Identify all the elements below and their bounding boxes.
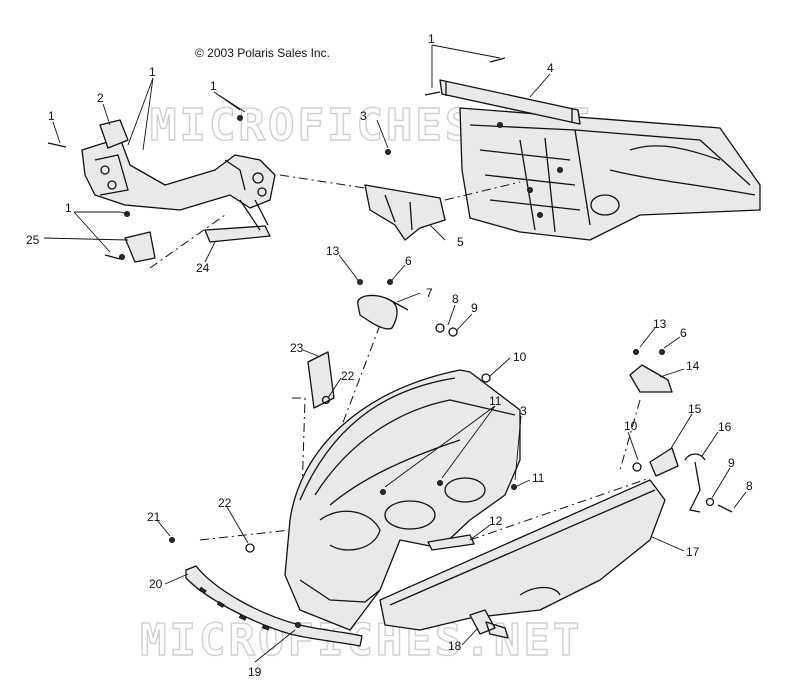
callout-1-mid: 1 (210, 79, 217, 93)
callout-6-upper: 6 (405, 254, 412, 268)
callout-1-far-left: 1 (48, 109, 55, 123)
callout-18: 18 (448, 639, 462, 653)
callout-10-lower: 10 (624, 419, 638, 433)
callout-10-upper: 10 (513, 350, 527, 364)
callout-13-right: 13 (653, 317, 667, 331)
callout-23: 23 (290, 341, 304, 355)
callout-3-top: 3 (360, 109, 367, 123)
callout-24: 24 (196, 261, 210, 275)
callout-17: 17 (686, 545, 700, 559)
callout-labels: 1 2 1 1 3 4 1 1 25 24 5 13 6 7 8 9 23 22… (26, 32, 753, 679)
copyright-text: © 2003 Polaris Sales Inc. (195, 46, 330, 60)
frame-assembly-icon (459, 107, 761, 241)
callout-6-right: 6 (680, 326, 687, 340)
shim-icon (427, 534, 475, 551)
callout-2: 2 (97, 91, 104, 105)
callout-7: 7 (426, 286, 433, 300)
callout-1-left: 1 (149, 65, 156, 79)
plate-icon (307, 351, 335, 409)
callout-9-lower: 9 (728, 456, 735, 470)
callout-11-lower: 11 (532, 471, 545, 485)
callout-8-upper: 8 (452, 292, 459, 306)
callout-5: 5 (457, 235, 464, 249)
callout-20: 20 (149, 577, 163, 591)
connector-line (279, 174, 366, 189)
latch-icon (649, 447, 679, 477)
callout-21: 21 (147, 510, 161, 524)
clip-icon (469, 609, 509, 639)
cover-icon (629, 364, 673, 393)
callout-8-lower: 8 (746, 479, 753, 493)
steering-support-icon (81, 119, 276, 263)
callout-9-upper: 9 (471, 301, 478, 315)
callout-22-upper: 22 (341, 369, 355, 383)
callout-19: 19 (248, 665, 262, 679)
callout-14: 14 (686, 359, 700, 373)
callout-11-upper: 11 (489, 394, 502, 408)
callout-15: 15 (688, 402, 702, 416)
callout-22-lower: 22 (218, 496, 232, 510)
bracket-icon (364, 184, 446, 241)
callout-25: 25 (26, 233, 40, 247)
callout-4: 4 (547, 61, 554, 75)
spring-icon (684, 453, 706, 513)
callout-12: 12 (489, 514, 503, 528)
callout-13-upper: 13 (326, 244, 340, 258)
callout-1-top: 1 (428, 32, 435, 46)
callout-16: 16 (718, 420, 732, 434)
front-bar-icon (439, 79, 581, 125)
fastener-icon (47, 115, 733, 628)
leader-lines (43, 44, 747, 663)
callout-3-lower: 3 (520, 404, 527, 418)
bolt-icon (424, 57, 506, 96)
side-panel-icon (379, 479, 666, 631)
nosepan-icon (284, 369, 521, 631)
mount-bracket-icon (357, 294, 398, 330)
callout-1-lower: 1 (65, 201, 72, 215)
